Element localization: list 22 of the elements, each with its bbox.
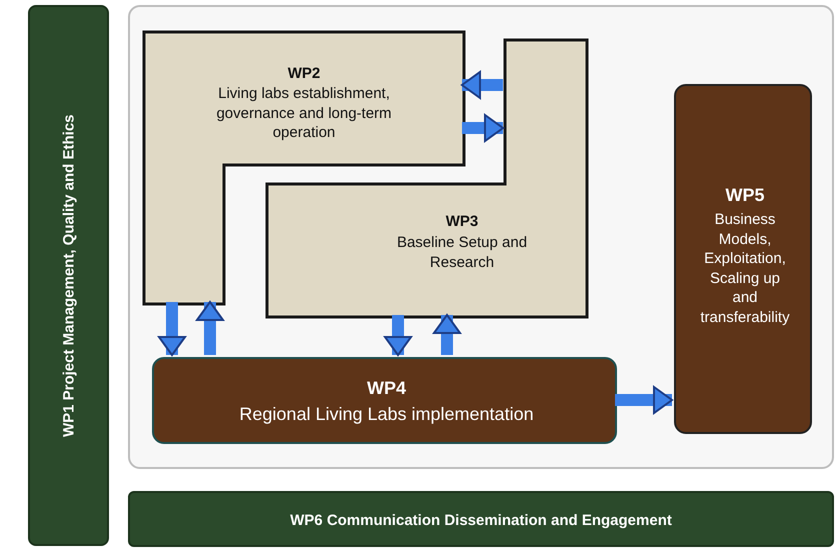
block-arrow [196,301,224,355]
block-arrow [384,315,412,356]
block-arrow [462,114,504,142]
work-package-bar [128,491,834,547]
work-package-title: Regional Living Labs implementation [238,403,535,426]
work-package-number: WP5 [724,184,766,207]
block-arrow [615,386,673,414]
work-package-box [152,357,617,444]
work-package-title: Baseline Setup and Research [396,233,528,272]
work-package-bar [28,5,109,546]
work-package-title: Living labs establishment, governance and long-term operation [215,84,393,142]
block-arrow [433,314,461,355]
panel-background [128,5,834,469]
block-arrow [158,302,186,356]
work-package-number: WP3 [444,212,480,232]
work-package-number: WP4 [366,377,407,400]
work-package-box [674,84,812,434]
block-arrow [461,71,503,99]
work-package-title: Business Models, Exploitation, Scaling up and transferability [699,210,791,327]
work-package-number: WP2 [286,64,322,84]
work-package-label: WP1 Project Management, Quality and Ethics [58,112,78,439]
work-package-label: WP6 Communication Dissemination and Engagement [289,511,673,530]
